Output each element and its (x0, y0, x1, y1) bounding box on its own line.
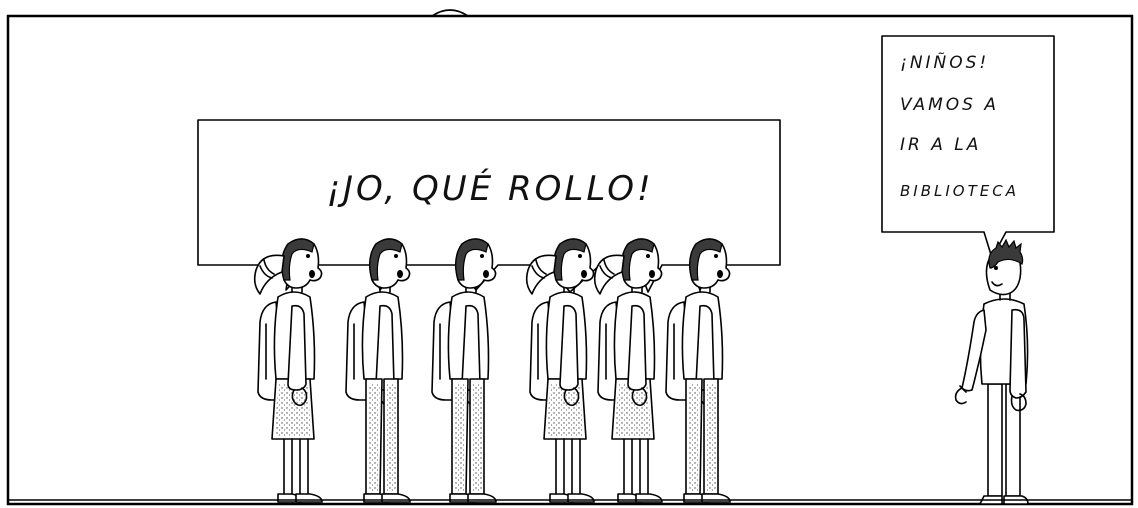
child-girl-3 (593, 238, 663, 503)
child-boy-1 (345, 238, 411, 503)
child-boy-2 (431, 238, 497, 503)
teacher-speech-line-3: IR A LA (900, 135, 981, 155)
teacher-speech-line-4: BIBLIOTECA (900, 182, 1019, 200)
child-boy-3 (665, 238, 731, 503)
top-tab (431, 9, 469, 17)
teacher-figure (954, 238, 1029, 505)
child-girl-1 (253, 238, 323, 503)
teacher-right-hand (1010, 393, 1027, 412)
child-girl-2 (525, 238, 595, 503)
teacher-speech-line-2: VAMOS A (900, 95, 999, 115)
children-speech-text: ¡JO, QUÉ ROLLO! (326, 168, 653, 209)
teacher-speech-line-1: ¡NIÑOS! (900, 51, 989, 73)
panel-border (6, 14, 1134, 506)
teacher-left-hand (954, 385, 967, 405)
teacher-speech-bubble: ¡NIÑOS! VAMOS A IR A LA BIBLIOTECA (881, 35, 1055, 259)
